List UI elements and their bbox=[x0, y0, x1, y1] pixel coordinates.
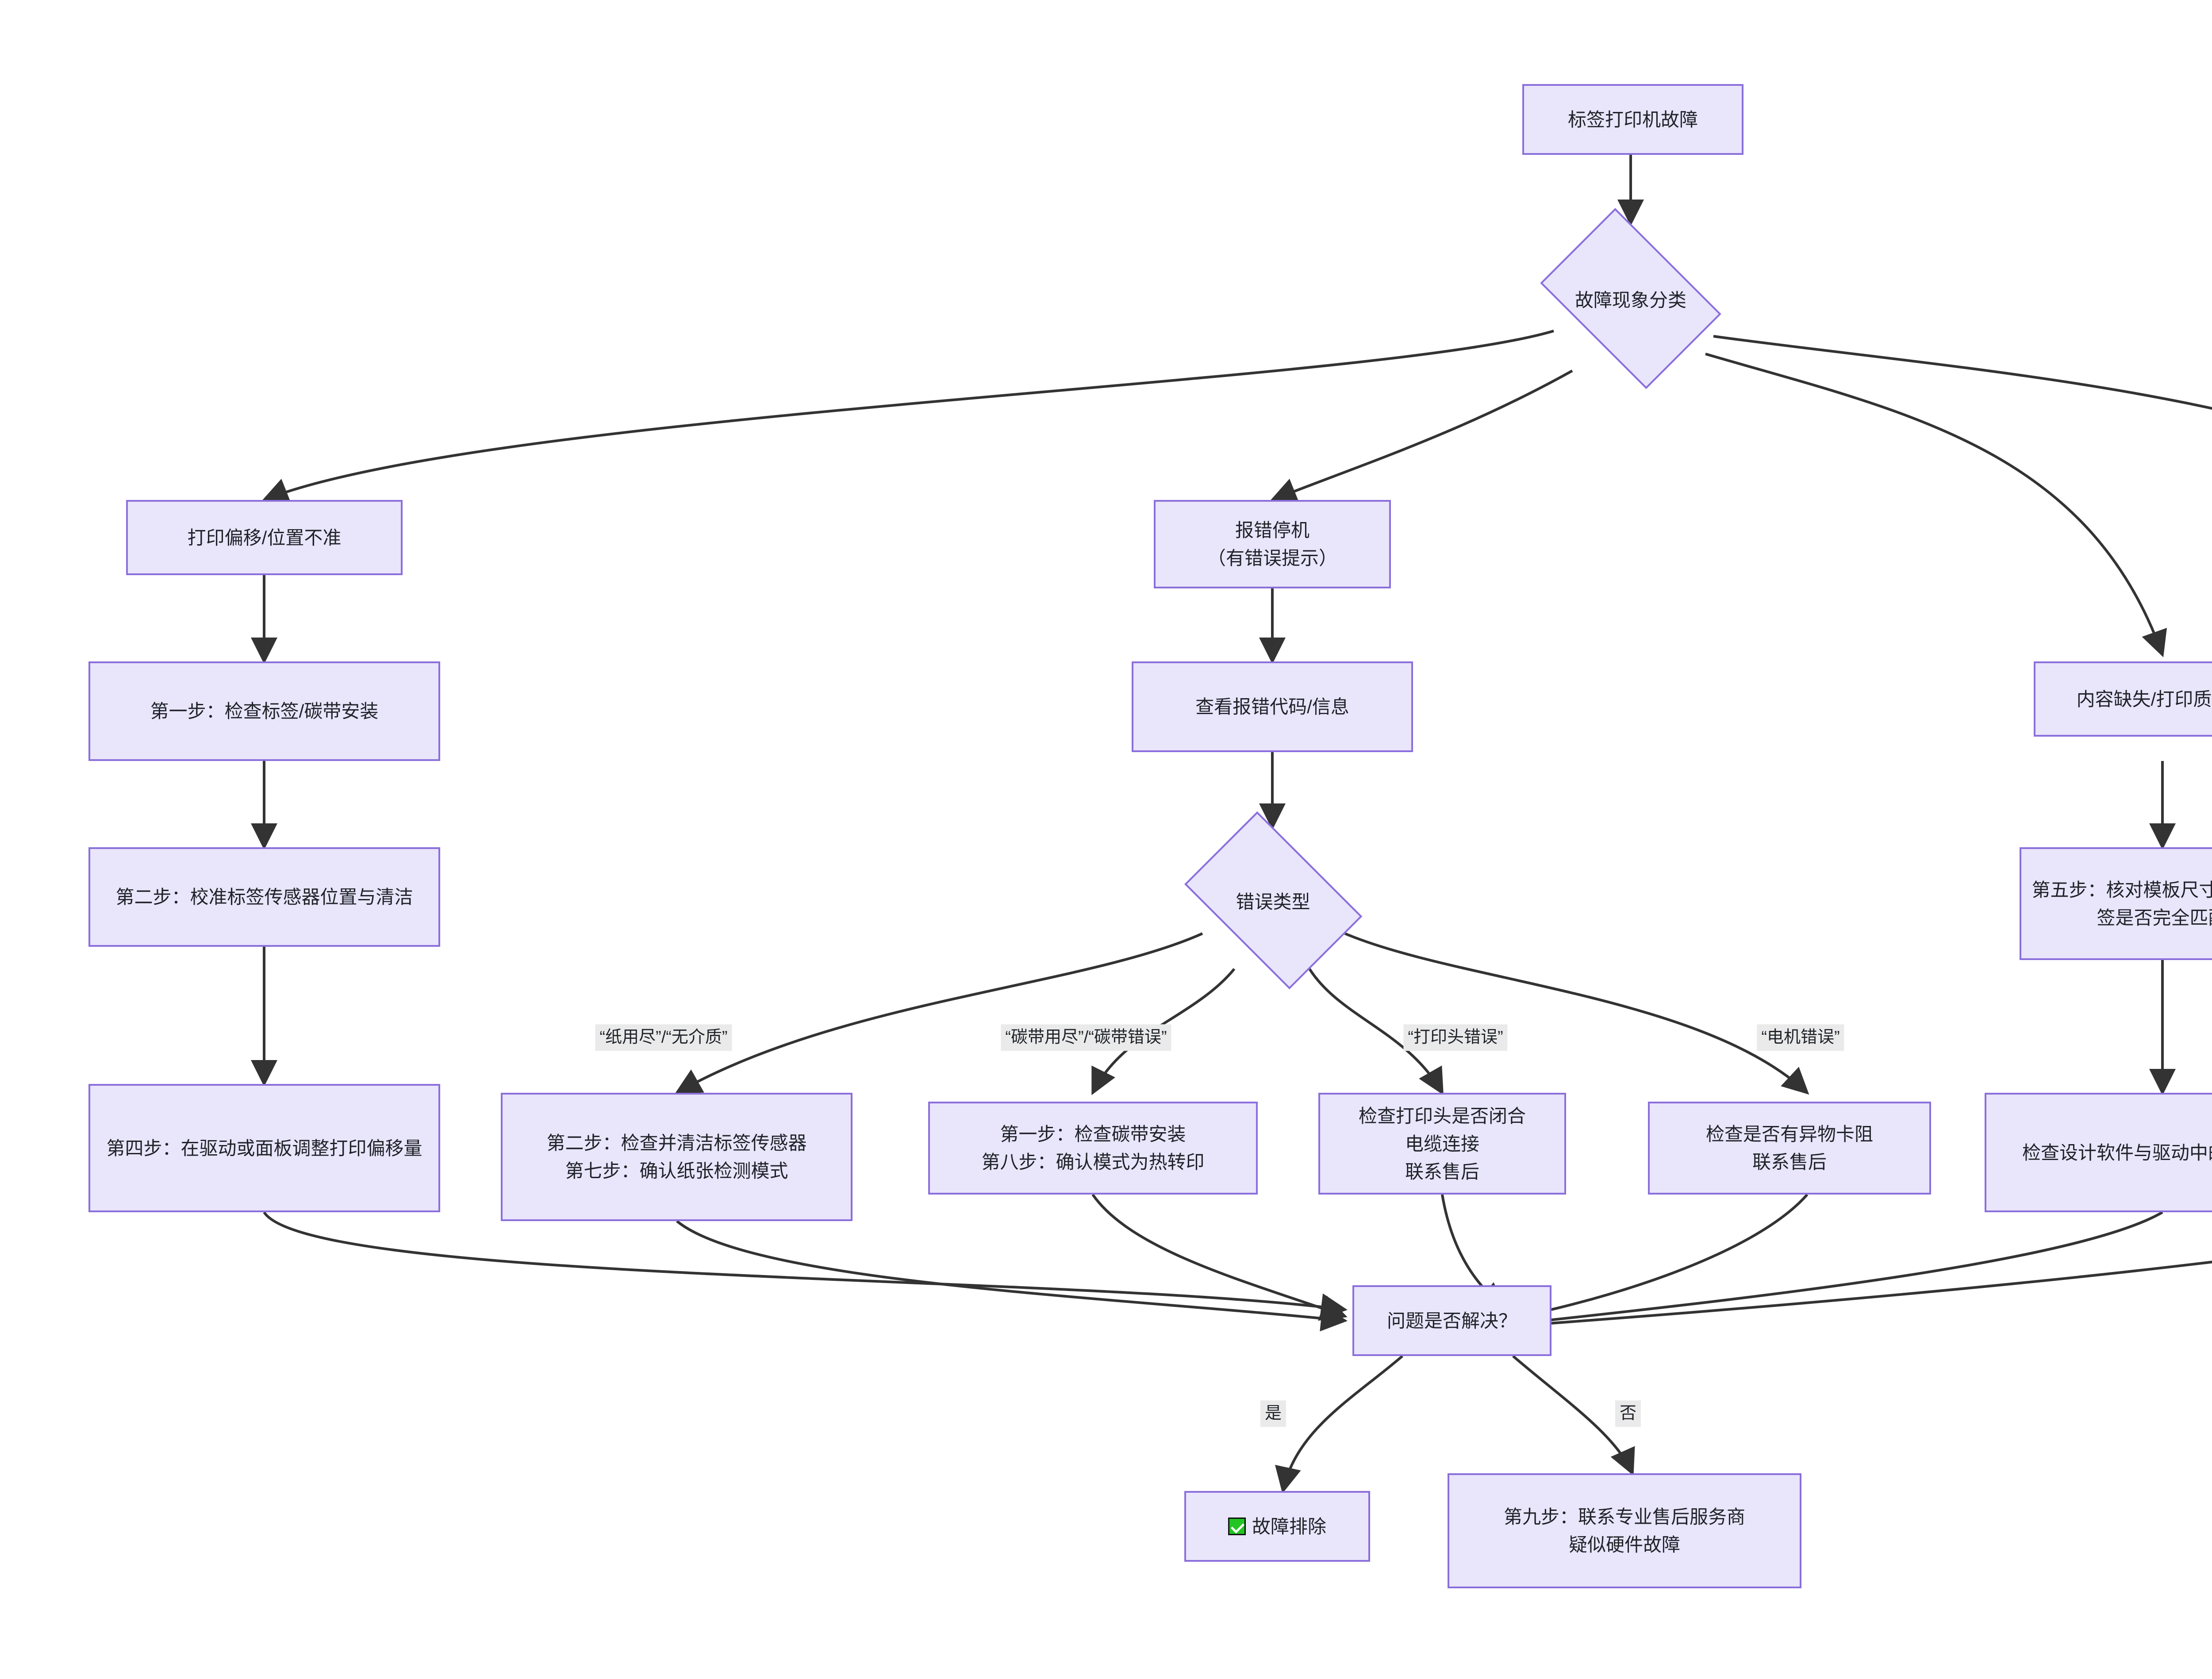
node-fault-classification[interactable]: 故障现象分类 bbox=[1525, 208, 1737, 389]
node-error-type[interactable]: 错误类型 bbox=[1168, 811, 1378, 990]
node-step4-offset[interactable]: 第四步：在驱动或面板调整打印偏移量 bbox=[88, 1084, 440, 1212]
node-check-error-code[interactable]: 查看报错代码/信息 bbox=[1132, 661, 1413, 752]
node-step9-service[interactable]: 第九步：联系专业售后服务商 疑似硬件故障 bbox=[1448, 1473, 1801, 1588]
node-step2-offset[interactable]: 第二步：校准标签传感器位置与清洁 bbox=[88, 847, 440, 947]
node-action-ribbon-label: 第一步：检查碳带安装 第八步：确认模式为热转印 bbox=[981, 1124, 1205, 1172]
node-action-ribbon[interactable]: 第一步：检查碳带安装 第八步：确认模式为热转印 bbox=[928, 1102, 1258, 1195]
node-action-paper[interactable]: 第二步：检查并清洁标签传感器 第七步：确认纸张检测模式 bbox=[501, 1093, 853, 1221]
node-error-stop[interactable]: 报错停机 （有错误提示） bbox=[1154, 500, 1391, 588]
node-start[interactable]: 标签打印机故障 bbox=[1522, 84, 1743, 155]
node-check-error-code-label: 查看报错代码/信息 bbox=[1195, 696, 1349, 717]
node-resolved-question[interactable]: 问题是否解决？ bbox=[1352, 1285, 1551, 1356]
node-step4-offset-label: 第四步：在驱动或面板调整打印偏移量 bbox=[106, 1137, 422, 1159]
node-error-type-label: 错误类型 bbox=[1236, 891, 1310, 912]
node-resolved-question-label: 问题是否解决？ bbox=[1386, 1310, 1517, 1331]
edge-label-ribbon-out: “碳带用尽”/“碳带错误” bbox=[1001, 1024, 1171, 1051]
node-action-page-setup-label: 检查设计软件与驱动中的页面设置 bbox=[2022, 1142, 2212, 1163]
node-action-page-setup[interactable]: 检查设计软件与驱动中的页面设置 bbox=[1985, 1093, 2212, 1212]
node-action-paper-label: 第二步：检查并清洁标签传感器 第七步：确认纸张检测模式 bbox=[546, 1133, 807, 1181]
edge-label-no: 否 bbox=[1615, 1400, 1641, 1427]
node-action-motor-label: 检查是否有异物卡阻 联系售后 bbox=[1705, 1124, 1873, 1172]
edge-label-paper-out: “纸用尽”/“无介质” bbox=[595, 1024, 732, 1051]
node-step9-service-label: 第九步：联系专业售后服务商 疑似硬件故障 bbox=[1503, 1506, 1745, 1555]
node-step1-offset[interactable]: 第一步：检查标签/碳带安装 bbox=[88, 661, 440, 761]
node-fault-cleared-label: 故障排除 bbox=[1252, 1516, 1326, 1537]
node-step5-quality[interactable]: 第五步：核对模板尺寸与实际标签是否完全匹配 bbox=[2020, 847, 2212, 960]
node-action-motor[interactable]: 检查是否有异物卡阻 联系售后 bbox=[1648, 1102, 1931, 1195]
node-step1-offset-label: 第一步：检查标签/碳带安装 bbox=[150, 701, 379, 722]
node-error-stop-label: 报错停机 （有错误提示） bbox=[1207, 520, 1337, 569]
node-start-label: 标签打印机故障 bbox=[1567, 109, 1698, 130]
node-print-offset-label: 打印偏移/位置不准 bbox=[187, 527, 342, 548]
node-print-offset[interactable]: 打印偏移/位置不准 bbox=[126, 500, 403, 575]
fault-cleared-row: 故障排除 bbox=[1228, 1513, 1326, 1541]
white-check-mark-icon bbox=[1228, 1518, 1246, 1535]
node-action-printhead-label: 检查打印头是否闭合 电缆连接 联系售后 bbox=[1358, 1105, 1526, 1182]
node-content-missing-label: 内容缺失/打印质量差 bbox=[2076, 688, 2212, 710]
edge-label-motor-error: “电机错误” bbox=[1757, 1024, 1844, 1051]
node-step5-quality-label: 第五步：核对模板尺寸与实际标签是否完全匹配 bbox=[2032, 879, 2212, 928]
node-content-missing[interactable]: 内容缺失/打印质量差 bbox=[2034, 661, 2212, 737]
node-fault-cleared[interactable]: 故障排除 bbox=[1184, 1491, 1370, 1562]
node-action-printhead[interactable]: 检查打印头是否闭合 电缆连接 联系售后 bbox=[1318, 1093, 1566, 1195]
node-fault-classification-label: 故障现象分类 bbox=[1575, 289, 1686, 311]
edge-label-printhead-error: “打印头错误” bbox=[1403, 1024, 1508, 1051]
node-step2-offset-label: 第二步：校准标签传感器位置与清洁 bbox=[115, 887, 413, 907]
edge-label-yes: 是 bbox=[1260, 1400, 1286, 1427]
